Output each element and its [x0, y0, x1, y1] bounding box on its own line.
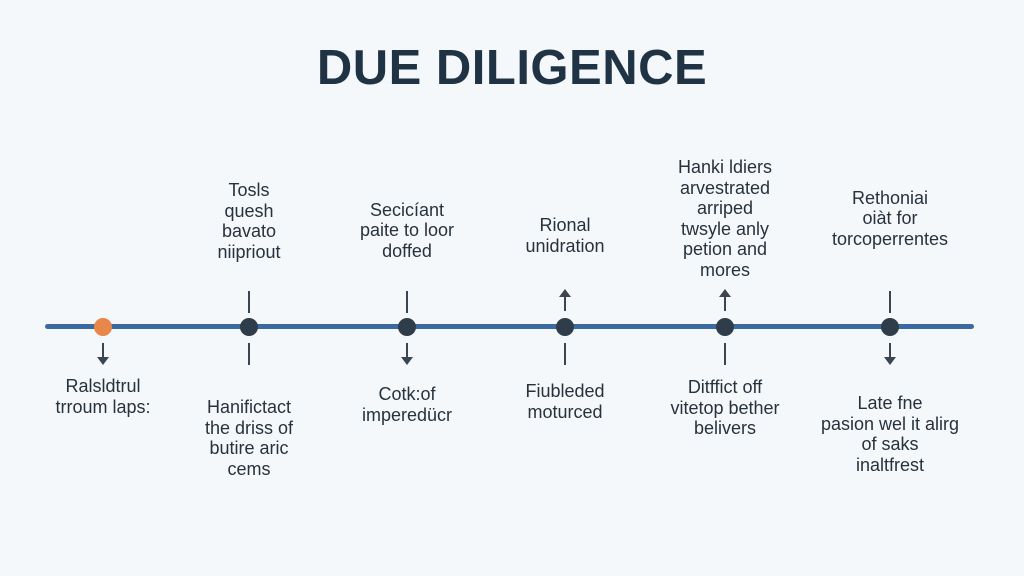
label-line: inaltfrest	[855, 454, 925, 475]
label-line: Rethoniai	[851, 187, 929, 208]
timeline-node	[716, 318, 734, 336]
label-line: pasion wel it alirg	[820, 413, 960, 434]
label-line: arvestrated	[679, 177, 771, 198]
label-line: Rional	[539, 215, 591, 235]
timeline-node	[881, 318, 899, 336]
label-line: quesh	[224, 200, 274, 221]
label-line: of saks	[861, 434, 919, 454]
label-line: trroum laps:	[55, 396, 151, 417]
label-line: mores	[699, 259, 750, 280]
label-line: Ralsldtrul	[65, 376, 141, 396]
label-line: the driss of	[204, 417, 294, 438]
label-line: doffed	[382, 240, 432, 261]
label-line: imperedücr	[361, 404, 453, 425]
label-line: oiàt for	[862, 208, 918, 228]
connector-line	[889, 291, 891, 313]
label-line: moturced	[527, 401, 603, 422]
label-line: Secicíant	[369, 199, 445, 220]
label-line: Hanki ldiers	[677, 157, 773, 177]
connector-line	[248, 343, 250, 365]
connector-line	[406, 291, 408, 313]
label-line: vitetop bether	[670, 397, 780, 418]
label-line: niipriout	[217, 241, 281, 262]
label-line: Tosls	[228, 180, 270, 200]
arrow-down-icon	[97, 343, 109, 365]
label-line: twsyle anly	[680, 218, 770, 239]
timeline-start-node	[94, 318, 112, 336]
label-line: cems	[227, 458, 271, 479]
arrow-up-icon	[719, 289, 731, 311]
timeline-node	[556, 318, 574, 336]
timeline-node	[398, 318, 416, 336]
timeline-axis	[45, 324, 974, 329]
page-title: DUE DILIGENCE	[316, 41, 708, 95]
label-line: Fiubleded	[525, 381, 605, 401]
label-line: Hanifictact	[206, 397, 292, 417]
arrow-down-icon	[401, 343, 413, 365]
label-line: Cotk:of	[378, 384, 436, 404]
label-line: bavato	[221, 221, 277, 241]
label-line: belivers	[693, 418, 757, 438]
connector-line	[724, 343, 726, 365]
connector-line	[248, 291, 250, 313]
label-line: Late fne	[857, 393, 923, 413]
connector-line	[564, 343, 566, 365]
label-line: torcoperrentes	[831, 228, 949, 249]
label-line: Ditffict off	[687, 377, 763, 397]
label-line: arriped	[696, 198, 754, 218]
label-line: paite to loor	[359, 220, 455, 240]
timeline-node	[240, 318, 258, 336]
label-line: unidration	[525, 235, 605, 256]
arrow-up-icon	[559, 289, 571, 311]
label-line: butire aric	[209, 438, 289, 458]
label-line: petion and	[682, 239, 768, 259]
arrow-down-icon	[884, 343, 896, 365]
